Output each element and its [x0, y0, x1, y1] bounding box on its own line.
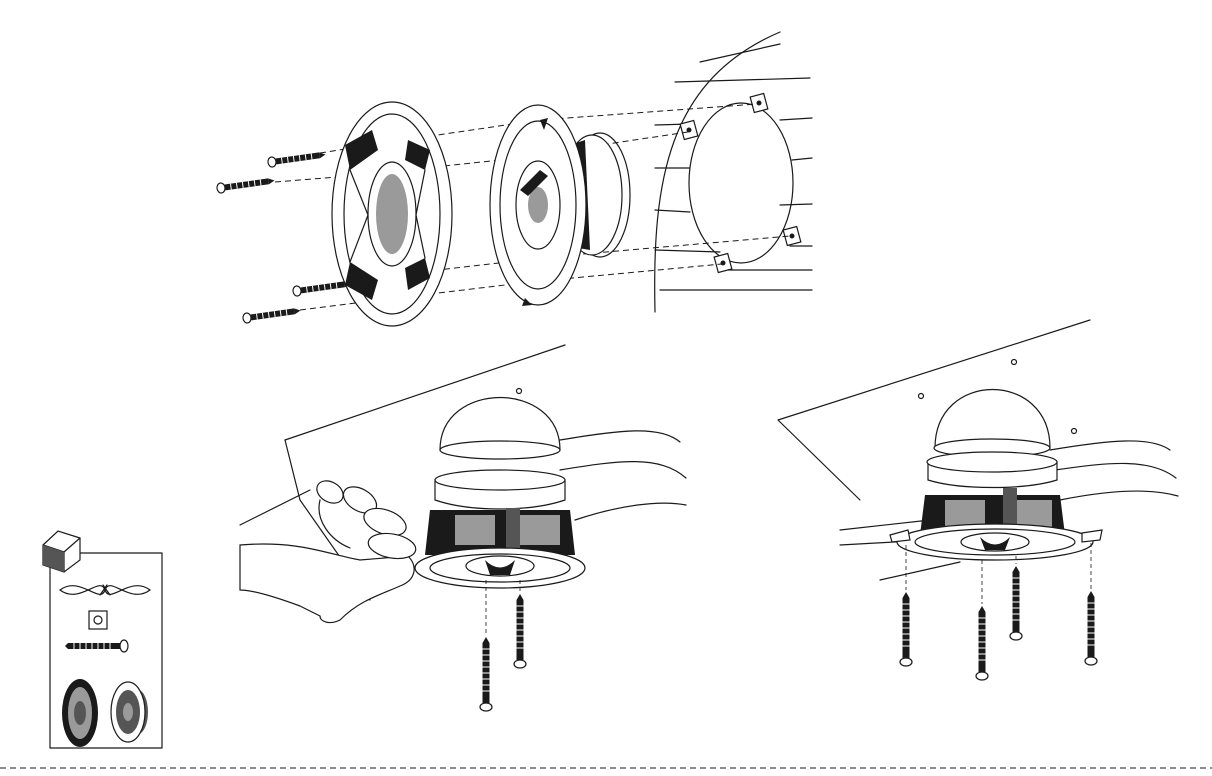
hand-icon	[240, 476, 418, 622]
grille-icon	[332, 102, 452, 326]
front-mount-panel	[216, 32, 812, 326]
speed-clip-icon	[89, 611, 107, 629]
package-contents-panel	[43, 531, 162, 748]
speaker-icon	[890, 390, 1102, 561]
rear-mount-hand-panel	[240, 345, 686, 711]
rear-mount-panel	[778, 320, 1178, 680]
screw-icon	[900, 566, 1097, 680]
speaker-icon	[490, 105, 630, 306]
panel-cutout-icon	[689, 103, 793, 263]
speaker-icon	[111, 682, 148, 742]
screw-icon	[480, 594, 526, 711]
wire-icon	[60, 585, 150, 595]
speaker-icon	[415, 398, 585, 589]
box-icon	[43, 531, 80, 572]
grille-icon	[62, 679, 98, 747]
screw-icon	[65, 640, 128, 652]
door-panel	[655, 32, 812, 312]
screw-icon	[216, 150, 351, 324]
